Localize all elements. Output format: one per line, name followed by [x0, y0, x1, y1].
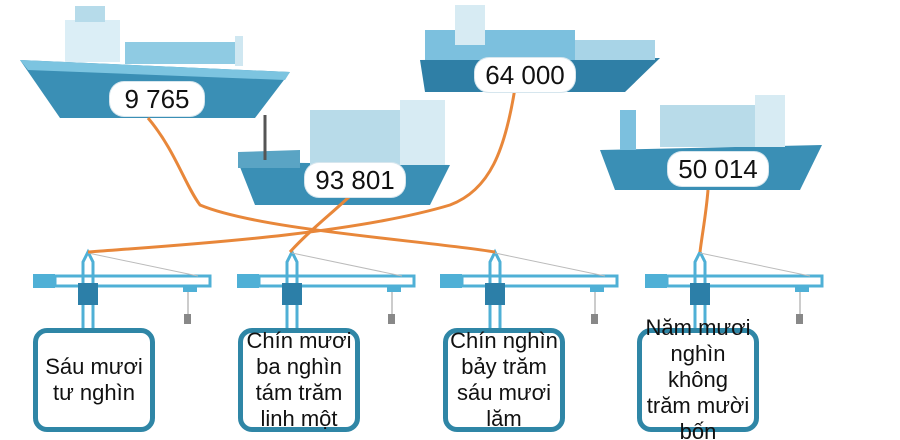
line-93801: [288, 194, 352, 254]
line-9765: [146, 117, 496, 254]
crane-3: [440, 248, 619, 332]
crane-label-3: Chín nghìn bảy trăm sáu mươi lăm: [443, 328, 565, 432]
line-50014: [698, 189, 710, 253]
ship-number-1: 9 765: [110, 82, 204, 116]
crane-1: [33, 248, 212, 332]
ship-number-2: 93 801: [305, 163, 405, 197]
line-64000: [87, 87, 517, 254]
crane-label-2: Chín mươi ba nghìn tám trăm linh một: [238, 328, 360, 432]
ship-number-4: 50 014: [668, 152, 768, 186]
ship-number-3: 64 000: [475, 58, 575, 92]
crane-label-1: Sáu mươi tư nghìn: [33, 328, 155, 432]
crane-4: [645, 248, 824, 332]
connection-lines: [87, 87, 710, 254]
crane-2: [237, 248, 416, 332]
crane-label-4: Năm mươi nghìn không trăm mười bốn: [637, 315, 759, 440]
